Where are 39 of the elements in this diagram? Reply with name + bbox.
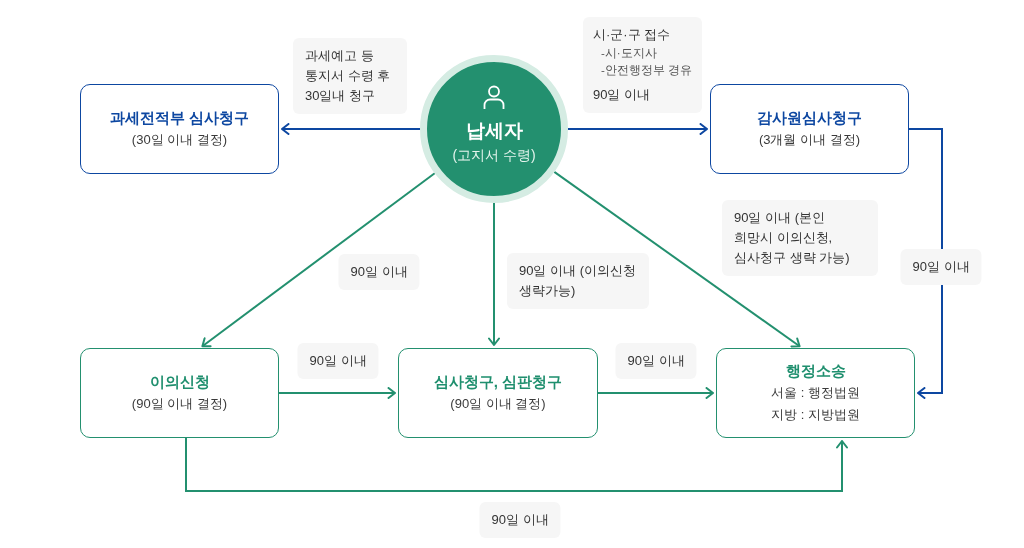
edge-label: 90일 이내 xyxy=(479,502,561,538)
process-box xyxy=(716,348,915,438)
arrow xyxy=(488,202,500,346)
arrow xyxy=(201,172,436,348)
node-title: 이의신청 xyxy=(149,372,210,392)
arrow xyxy=(597,387,714,399)
node-text: (90일 이내 결정) xyxy=(131,395,228,413)
note-text: 90일 이내 xyxy=(593,86,652,104)
node-title: 과세전적부 심사청구 xyxy=(109,108,250,128)
edge-label: 90일 이내 xyxy=(615,343,697,379)
note-text: 시·군·구 접수 xyxy=(593,26,672,44)
node-text: 지방 : 지방법원 xyxy=(771,406,860,424)
node-title: 행정소송 xyxy=(785,361,846,381)
process-box xyxy=(398,348,598,438)
process-box xyxy=(710,84,909,174)
note-text: -시·도지사 xyxy=(600,46,658,61)
node-text: (고지서 수령) xyxy=(452,145,536,165)
node-text: (30일 이내 결정) xyxy=(131,131,228,149)
edge-label: 90일 이내 xyxy=(900,249,982,285)
arrow xyxy=(281,123,421,135)
arrow xyxy=(278,387,396,399)
node-title: 심사청구, 심판청구 xyxy=(433,372,563,392)
edge-label: 90일 이내 xyxy=(297,343,379,379)
process-box xyxy=(80,84,279,174)
arrow xyxy=(553,170,801,348)
edge-label: 과세예고 등 통지서 수령 후 30일내 청구 xyxy=(293,38,407,114)
arrow xyxy=(908,128,943,399)
edge-label: 90일 이내 xyxy=(338,254,420,290)
node-title: 감사원심사청구 xyxy=(757,108,862,128)
edge-label: 90일 이내 (이의신청 생략가능) xyxy=(507,253,649,309)
node-title: 납세자 xyxy=(465,118,523,143)
node-text: (90일 이내 결정) xyxy=(450,395,546,413)
node-text: (3개월 이내 결정) xyxy=(758,131,861,149)
node-text: 서울 : 행정법원 xyxy=(771,384,860,402)
edge-label: 90일 이내 (본인 희망시 이의신청, 심사청구 생략 가능) xyxy=(722,200,878,276)
note-text: -안전행정부 경유 xyxy=(600,63,693,78)
process-box xyxy=(80,348,279,438)
arrow xyxy=(185,437,848,492)
arrow xyxy=(567,123,708,135)
